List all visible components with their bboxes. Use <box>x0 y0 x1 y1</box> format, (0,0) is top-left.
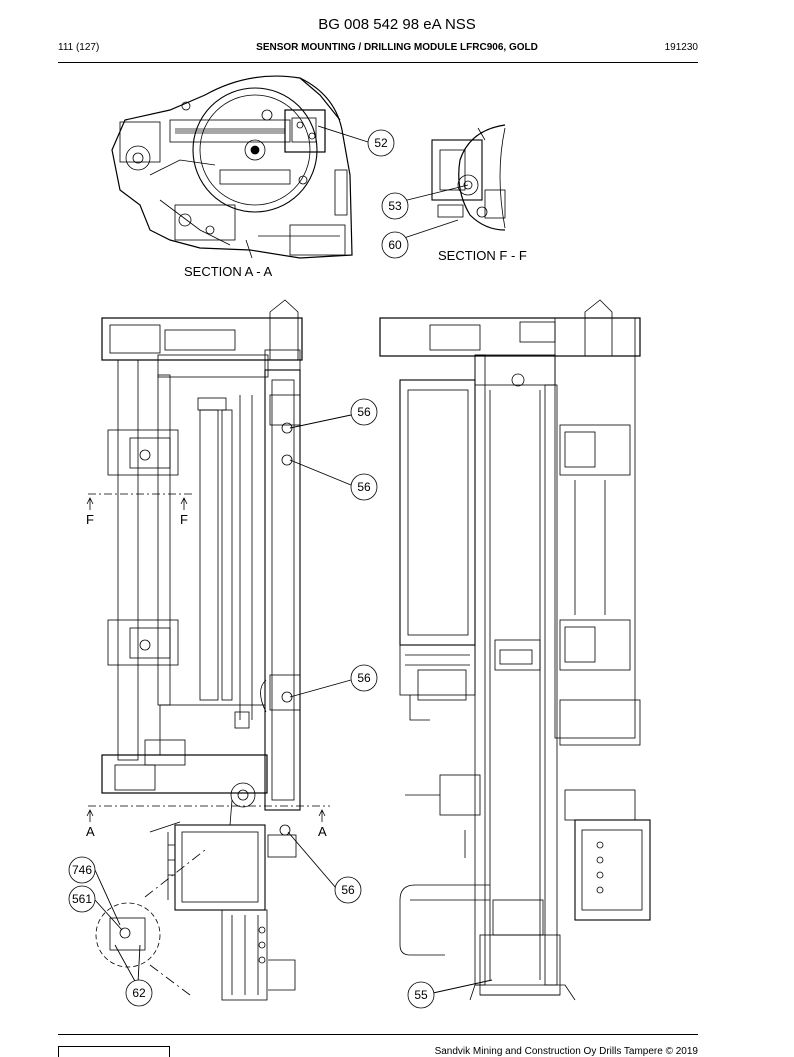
right-main-view <box>379 299 651 1001</box>
callout-561: 561 <box>68 885 96 913</box>
callout-746: 746 <box>68 856 96 884</box>
callout-56-b: 56 <box>350 473 378 501</box>
svg-text:561: 561 <box>72 892 92 906</box>
footer-copyright: Sandvik Mining and Construction Oy Drill… <box>434 1046 698 1057</box>
date-code: 191230 <box>664 42 698 53</box>
brand-logo <box>58 1046 170 1057</box>
svg-text:56: 56 <box>357 671 371 685</box>
svg-text:62: 62 <box>132 986 146 1000</box>
callout-56-d: 56 <box>334 876 362 904</box>
cut-mark-f-left: F <box>86 512 94 527</box>
section-f-label: SECTION F - F <box>438 248 527 263</box>
cut-mark-a-left: A <box>86 824 95 839</box>
svg-text:56: 56 <box>357 480 371 494</box>
section-a-view: SECTION A - A <box>111 75 353 279</box>
callout-62: 62 <box>125 979 153 1007</box>
callouts: 52 53 60 56 56 56 56 746 561 62 55 <box>68 129 435 1009</box>
callout-60: 60 <box>381 231 409 259</box>
left-main-view: F F A A <box>86 299 330 1001</box>
callout-55: 55 <box>407 981 435 1009</box>
svg-text:746: 746 <box>72 863 92 877</box>
callout-52: 52 <box>367 129 395 157</box>
section-f-view: SECTION F - F <box>431 124 527 263</box>
page-number: 111 (127) <box>58 42 100 53</box>
document-title: BG 008 542 98 eA NSS <box>318 16 476 33</box>
svg-text:53: 53 <box>388 199 402 213</box>
cut-mark-a-right: A <box>318 824 327 839</box>
leader-lines <box>94 125 493 994</box>
header-rule <box>58 62 698 63</box>
svg-text:56: 56 <box>341 883 355 897</box>
svg-text:55: 55 <box>414 988 428 1002</box>
callout-53: 53 <box>381 192 409 220</box>
cut-mark-f-right: F <box>180 512 188 527</box>
svg-text:56: 56 <box>357 405 371 419</box>
callout-56-a: 56 <box>350 398 378 426</box>
svg-text:52: 52 <box>374 136 388 150</box>
section-a-label: SECTION A - A <box>184 264 272 279</box>
section-heading: SENSOR MOUNTING / DRILLING MODULE LFRC90… <box>256 42 538 53</box>
svg-text:60: 60 <box>388 238 402 252</box>
footer-rule <box>58 1034 698 1035</box>
callout-56-c: 56 <box>350 664 378 692</box>
